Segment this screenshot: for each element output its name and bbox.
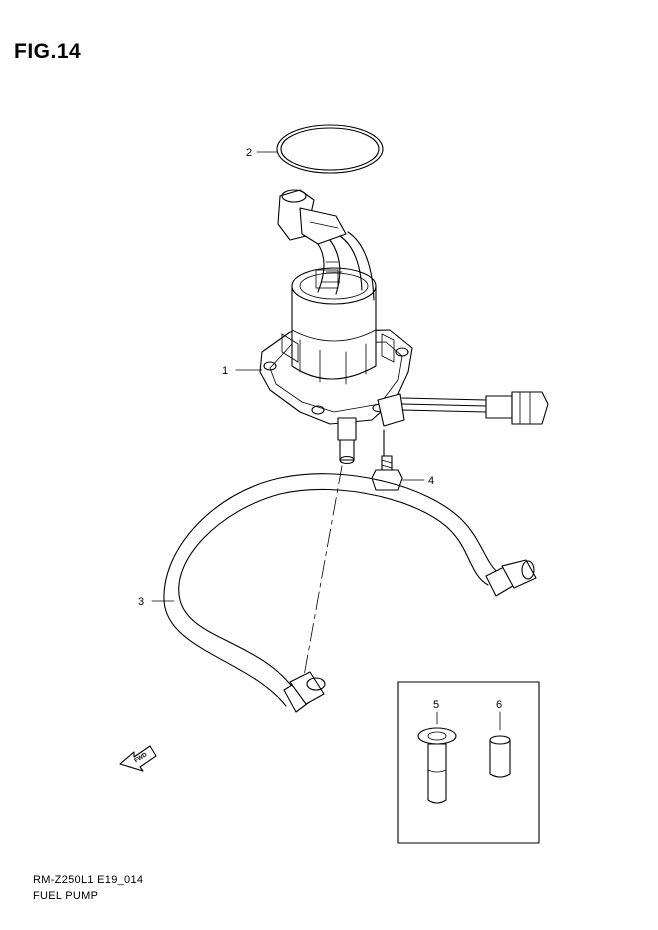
- callout-5: 5: [433, 699, 439, 711]
- figure-name: FUEL PUMP: [33, 890, 99, 902]
- callout-4: 4: [428, 475, 434, 487]
- figure-code: RM-Z250L1 E19_014: [33, 874, 144, 886]
- o-ring-part-2: [256, 124, 384, 174]
- forward-arrow-icon: FWD: [119, 745, 157, 772]
- callout-3: 3: [138, 596, 144, 608]
- assembly-centerline: [303, 465, 343, 677]
- figure-title: FIG.14: [14, 40, 82, 63]
- fuel-hose-part-3: [163, 473, 537, 713]
- cap-part-6: [489, 711, 511, 778]
- sleeve-part-5: [417, 711, 457, 804]
- fuel-pump-part-1: [259, 189, 549, 465]
- bolt-part-4: [371, 429, 403, 491]
- callout-2: 2: [246, 147, 252, 159]
- inset-box: [397, 681, 540, 844]
- callout-6: 6: [496, 699, 502, 711]
- callout-1: 1: [222, 365, 228, 377]
